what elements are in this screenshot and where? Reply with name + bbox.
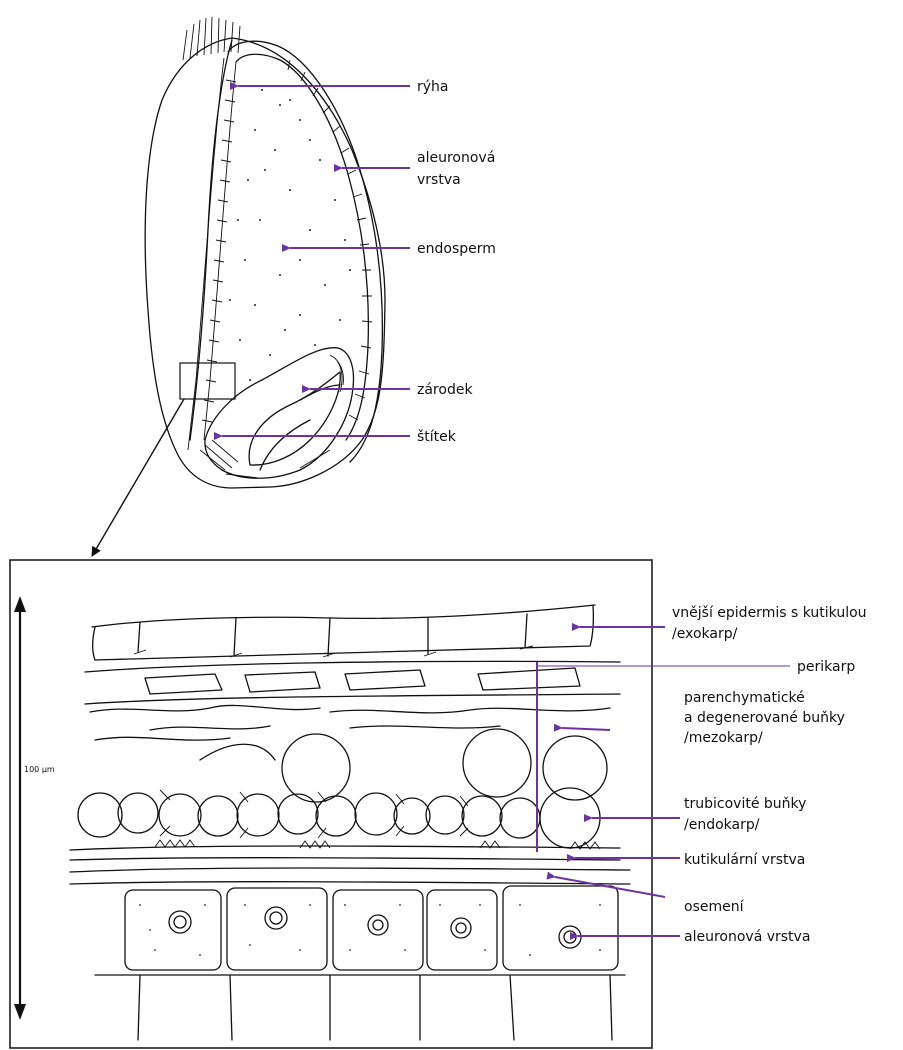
section-annotations: vnější epidermis s kutikulou /exokarp/ p… — [555, 605, 867, 945]
grain-outline — [145, 38, 385, 488]
detail-rectangle — [180, 363, 235, 399]
label-osemeni: osemení — [684, 899, 745, 915]
label-aleuronova-line1: aleuronová — [417, 150, 495, 166]
endosperm-stipple — [229, 89, 351, 381]
tubular-cell-row — [78, 788, 600, 848]
tissue-section — [70, 605, 630, 1040]
aleurone-band-outer — [228, 41, 382, 462]
scale-bar: 100 µm — [14, 596, 55, 1020]
label-epidermis-line1: vnější epidermis s kutikulou — [672, 605, 867, 621]
band-hatching — [202, 60, 372, 422]
detail-leader-arrow — [92, 399, 184, 556]
label-stitek: štítek — [417, 429, 457, 445]
label-aleuron: aleuronová vrstva — [684, 929, 810, 945]
label-ryha: rýha — [417, 79, 449, 95]
label-zarodek: zárodek — [417, 382, 473, 398]
aleurone-band-left-outer — [188, 58, 224, 450]
label-endosperm: endosperm — [417, 241, 496, 257]
label-endokarp-line1: trubicovité buňky — [684, 796, 806, 812]
label-epidermis-line2: /exokarp/ — [672, 626, 738, 642]
label-mezokarp-line1: parenchymatické — [684, 690, 805, 706]
label-mezokarp-line2: a degenerované buňky — [684, 710, 845, 726]
embryo-axis — [260, 385, 340, 470]
label-perikarp: perikarp — [797, 659, 855, 675]
label-aleuronova-line2: vrstva — [417, 172, 461, 188]
embryo-inner — [249, 372, 340, 465]
label-kutikularni: kutikulární vrstva — [684, 852, 805, 868]
grain-drawing — [145, 17, 385, 488]
grain-annotations: rýha aleuronová vrstva endosperm zárodek… — [222, 79, 496, 445]
label-mezokarp-line3: /mezokarp/ — [684, 730, 763, 746]
scale-bar-label: 100 µm — [24, 765, 55, 774]
arrow-mezokarp — [562, 728, 610, 730]
embryo-scutellum — [205, 348, 354, 479]
aleurone-nuclei — [169, 907, 581, 948]
aleurone-cell-row — [125, 886, 618, 970]
arrow-osemeni — [555, 877, 665, 897]
label-endokarp-line2: /endokarp/ — [684, 817, 760, 833]
aleurone-band-left-inner — [204, 62, 236, 440]
